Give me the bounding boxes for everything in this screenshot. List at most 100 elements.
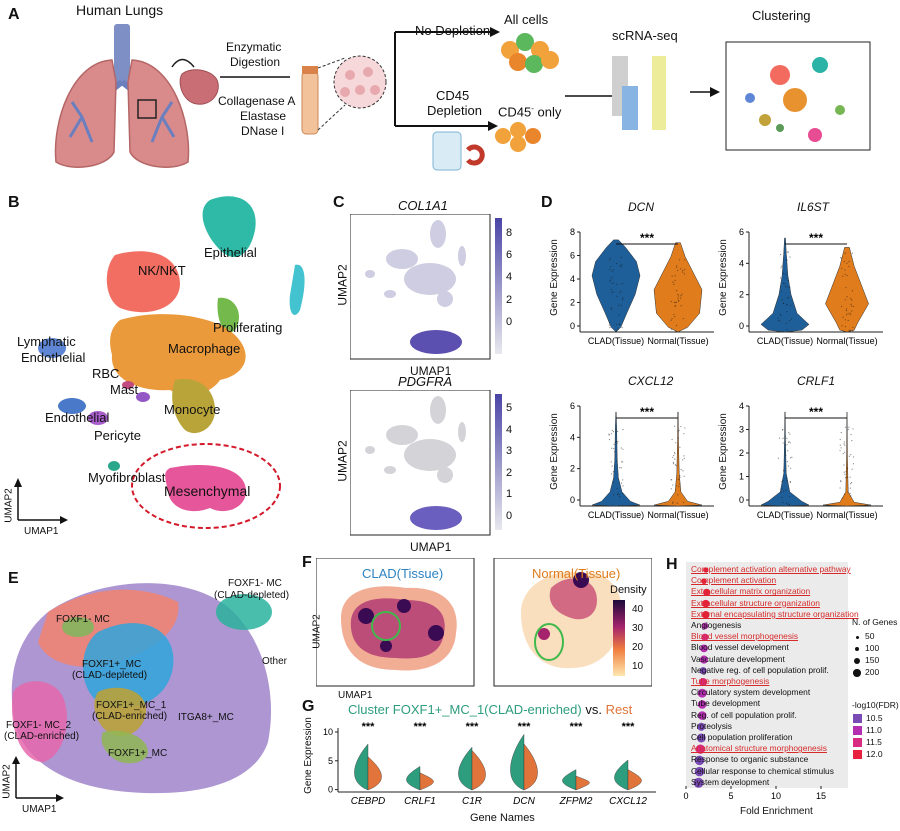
- go-term-label: Complement activation: [691, 575, 776, 585]
- significance-marker: ***: [362, 721, 376, 733]
- umap-e-x-label: UMAP1: [22, 804, 56, 815]
- legend-size-dot: [856, 636, 859, 639]
- significance-marker: ***: [640, 231, 654, 245]
- go-term-label: System development: [691, 777, 769, 787]
- go-term-label: Extracellular matrix organization: [691, 586, 810, 596]
- lungs-illustration: [42, 22, 242, 182]
- e-label-foxf1p-mc: FOXF1+_MC: [108, 748, 167, 759]
- violin-gene-title: IL6ST: [797, 200, 829, 214]
- col1a1-tick: 6: [506, 244, 512, 266]
- density-colorbar: [613, 600, 633, 678]
- col1a1-tick: 0: [506, 311, 512, 333]
- density-tick: 30: [632, 619, 643, 638]
- density-tick: 10: [632, 657, 643, 676]
- violin-group-label: Normal(Tissue): [816, 336, 877, 346]
- g-gene-label: CEBPD: [351, 796, 385, 807]
- significance-marker: ***: [518, 721, 532, 733]
- human-lungs-label: Human Lungs: [76, 2, 163, 18]
- cluster-pericyte: Pericyte: [94, 428, 141, 443]
- go-term-label: Reg. of cell population prolif.: [691, 710, 797, 720]
- e-label-itga8: ITGA8+_MC: [178, 712, 234, 723]
- cluster-epithelial: Epithelial: [204, 245, 257, 260]
- c-umap2-label-2: UMAP2: [336, 440, 350, 481]
- split-violin-cluster: [406, 766, 420, 790]
- violin-y-label: Gene Expression: [549, 239, 560, 316]
- f-clad-title: CLAD(Tissue): [362, 566, 443, 581]
- legend-fdr-title: -log10(FDR): [852, 700, 899, 710]
- g-gene-label: CXCL12: [609, 796, 647, 807]
- violin-group-label: CLAD(Tissue): [588, 336, 644, 346]
- violin-normal: [823, 412, 871, 506]
- legend-fdr-value: 12.0: [866, 749, 883, 759]
- umap-e-y-label: UMAP2: [2, 764, 13, 798]
- depletion-label: Depletion: [427, 103, 482, 118]
- legend-size-dot: [854, 658, 860, 664]
- violin-clad: [592, 240, 640, 332]
- significance-marker: ***: [570, 721, 584, 733]
- violin-y-label: Gene Expression: [549, 413, 560, 490]
- g-tick: 10: [323, 727, 333, 737]
- violin-plot-crlf1: 43210CLAD(Tissue)Normal(Tissue)***: [725, 388, 885, 538]
- split-violin-rest: [420, 773, 434, 790]
- scrna-seq-label: scRNA-seq: [612, 28, 678, 43]
- legend-genes-title: N. of Genes: [852, 617, 897, 627]
- violin-normal: [654, 412, 702, 506]
- e-label-foxf1-mc-dep-2: (CLAD-depleted): [214, 590, 289, 601]
- e-label-other: Other: [262, 656, 287, 667]
- go-term-label: Proteolysis: [691, 721, 732, 731]
- legend-fdr-swatch: [853, 726, 862, 735]
- gene-col1a1-title: COL1A1: [398, 198, 448, 213]
- go-term-label: Circulatory system development: [691, 687, 810, 697]
- pdgfra-tick: 3: [506, 441, 512, 463]
- cd45-label: CD45: [436, 88, 469, 103]
- e-label-mc2-2: (CLAD-enriched): [4, 731, 79, 742]
- e-label-foxf1-mc-dep-1: FOXF1- MC: [228, 578, 282, 589]
- significance-marker: ***: [622, 721, 636, 733]
- violin-tick: 6: [739, 227, 744, 237]
- g-gene-label: CRLF1: [404, 796, 436, 807]
- violin-group-label: CLAD(Tissue): [757, 336, 813, 346]
- cluster-nknkt: NK/NKT: [138, 263, 186, 278]
- g-gene-label: DCN: [513, 796, 535, 807]
- violin-plot-cxcl12: 6420CLAD(Tissue)Normal(Tissue)***: [556, 388, 716, 538]
- violin-tick: 0: [570, 495, 575, 505]
- violin-tick: 2: [570, 298, 575, 308]
- violin-tick: 4: [739, 258, 744, 268]
- cluster-mesenchymal: Mesenchymal: [164, 483, 250, 499]
- violin-tick: 1: [739, 472, 744, 482]
- g-tick: 5: [328, 756, 333, 766]
- legend-fdr-swatch: [853, 714, 862, 723]
- split-violin-cluster: [614, 760, 628, 790]
- f-density-title: Density: [610, 584, 647, 596]
- violin-group-label: Normal(Tissue): [816, 510, 877, 520]
- significance-marker: ***: [466, 721, 480, 733]
- split-violin-rest: [576, 776, 590, 790]
- g-x-label: Gene Names: [470, 812, 535, 824]
- pdgfra-scale: 5 4 3 2 1 0: [506, 398, 512, 527]
- legend-fdr-swatch: [853, 750, 862, 759]
- col1a1-tick: 2: [506, 289, 512, 311]
- go-term-label: Blood vessel development: [691, 642, 789, 652]
- violin-normal: [825, 247, 868, 332]
- all-cells-label: All cells: [504, 12, 548, 27]
- split-violin-rest: [524, 744, 538, 790]
- e-label-foxf1p1-1: FOXF1+_MC_1: [96, 700, 166, 711]
- violin-group-label: Normal(Tissue): [647, 510, 708, 520]
- legend-genes-value: 50: [865, 631, 874, 641]
- pdgfra-tick: 5: [506, 398, 512, 420]
- legend-fdr-value: 11.5: [866, 737, 882, 747]
- legend-genes-value: 150: [865, 655, 879, 665]
- violin-clad: [761, 412, 809, 506]
- cluster-macrophage: Macrophage: [168, 341, 240, 356]
- clustering-label: Clustering: [752, 8, 811, 23]
- panel-label-d: D: [541, 194, 553, 212]
- cluster-proliferating: Proliferating: [213, 320, 282, 335]
- e-label-foxf1p-dep-2: (CLAD-depleted): [72, 670, 147, 681]
- panel-label-h: H: [666, 556, 678, 574]
- density-ticks: 40 30 20 10: [632, 600, 643, 676]
- cluster-rbc: RBC: [92, 366, 119, 381]
- h-x-tick: 5: [728, 791, 733, 801]
- cluster-lymphatic-endothelial: Endothelial: [21, 350, 85, 365]
- go-term-label: Anatomical structure morphogenesis: [691, 743, 827, 753]
- e-label-foxf1p-dep-1: FOXF1+_MC: [82, 659, 141, 670]
